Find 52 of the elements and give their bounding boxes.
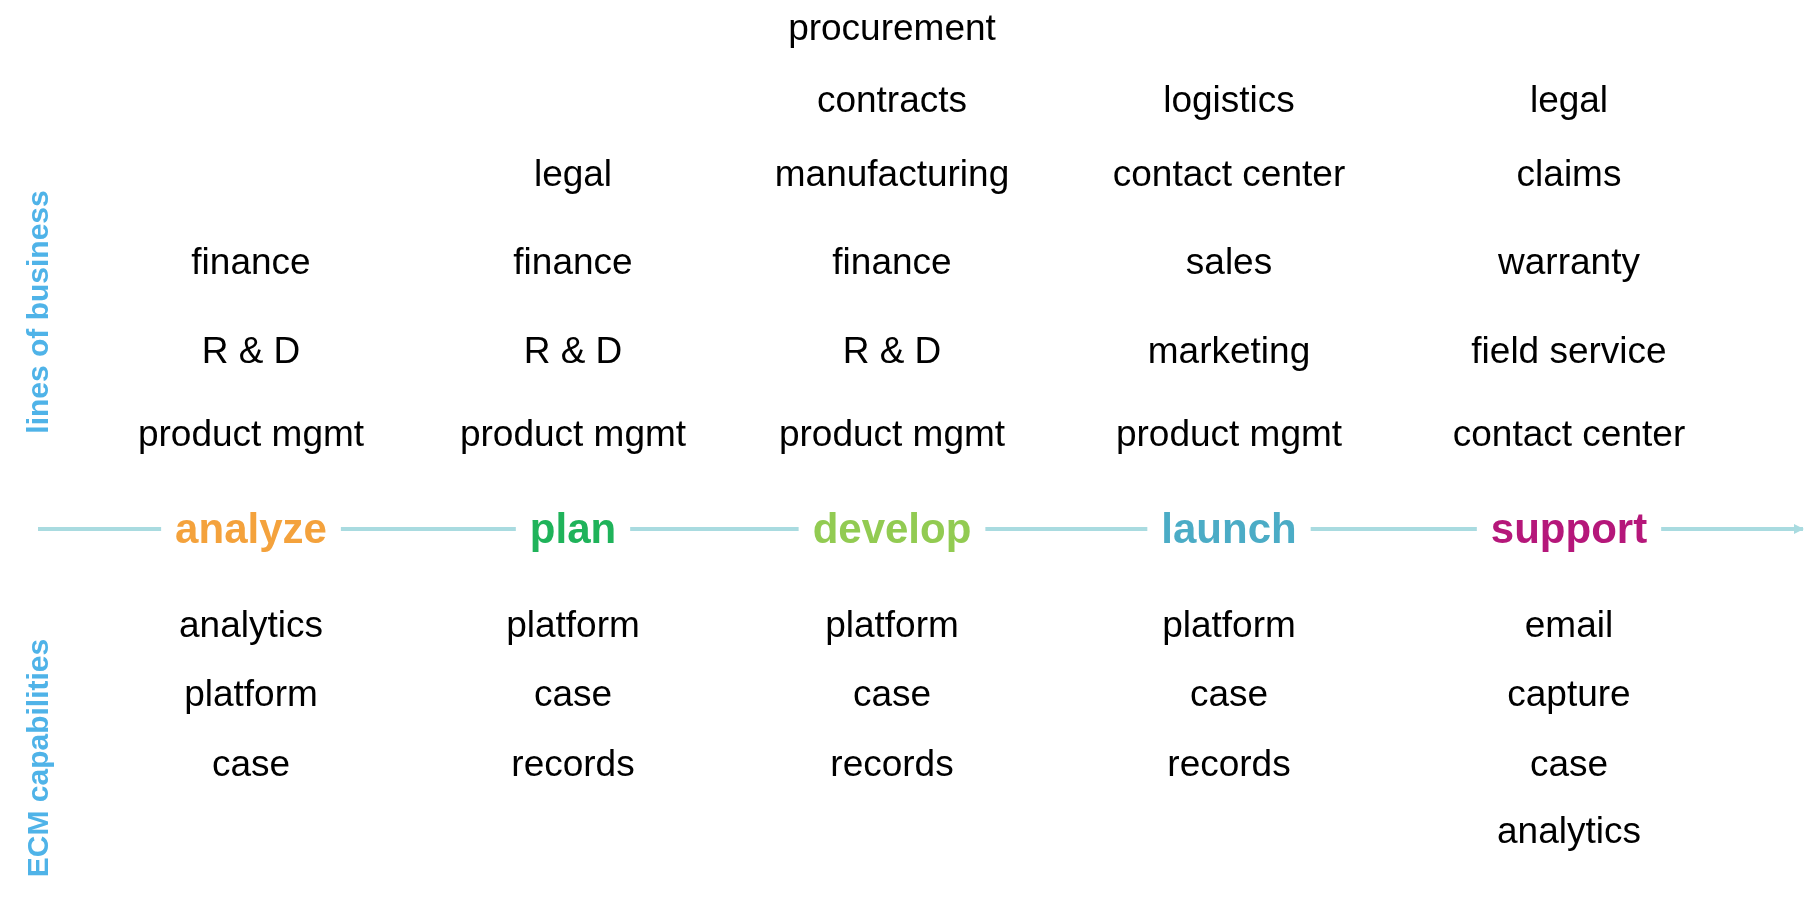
business-line-label: legal <box>533 153 613 195</box>
capability-label: email <box>1524 604 1614 646</box>
capability-label: records <box>1167 743 1291 785</box>
section-label: ECM capabilities <box>21 638 55 878</box>
business-line-label: field service <box>1471 330 1667 372</box>
capability-label: platform <box>184 673 318 715</box>
business-line-label: R & D <box>842 330 942 372</box>
business-line-label: procurement <box>788 7 996 49</box>
capability-label: case <box>533 673 613 715</box>
connector-line <box>340 527 516 531</box>
capability-label: case <box>1189 673 1269 715</box>
connector-line <box>38 527 162 531</box>
capability-label: records <box>511 743 635 785</box>
business-line-label: product mgmt <box>778 413 1006 455</box>
phase-label: plan <box>529 505 617 553</box>
business-line-label: contracts <box>816 79 968 121</box>
business-line-label: R & D <box>523 330 623 372</box>
capability-label: case <box>1529 743 1609 785</box>
capability-label: records <box>830 743 954 785</box>
business-line-label: finance <box>191 241 311 283</box>
phase-label: support <box>1490 505 1648 553</box>
business-line-label: product mgmt <box>137 413 365 455</box>
business-line-label: finance <box>832 241 952 283</box>
capability-label: capture <box>1507 673 1631 715</box>
capability-label: case <box>852 673 932 715</box>
phase-label: launch <box>1161 505 1297 553</box>
connector-line <box>985 527 1148 531</box>
business-line-label: R & D <box>201 330 301 372</box>
capability-label: platform <box>506 604 640 646</box>
business-line-label: claims <box>1516 153 1622 195</box>
arrow <box>1661 524 1804 534</box>
phase-label: analyze <box>175 505 327 553</box>
business-line-label: logistics <box>1163 79 1295 121</box>
business-line-label: contact center <box>1112 153 1346 195</box>
business-line-label: contact center <box>1452 413 1686 455</box>
business-line-label: sales <box>1185 241 1273 283</box>
phase-label: develop <box>812 505 972 553</box>
capability-label: analytics <box>1497 810 1641 852</box>
capability-label: case <box>211 743 291 785</box>
business-line-label: product mgmt <box>459 413 687 455</box>
capability-label: platform <box>1162 604 1296 646</box>
business-line-label: marketing <box>1147 330 1311 372</box>
section-label: lines of business <box>21 190 55 434</box>
business-line-label: product mgmt <box>1115 413 1343 455</box>
capability-label: analytics <box>179 604 323 646</box>
capability-label: platform <box>825 604 959 646</box>
business-line-label: finance <box>513 241 633 283</box>
connector-line <box>630 527 799 531</box>
business-line-label: warranty <box>1498 241 1640 283</box>
business-line-label: legal <box>1529 79 1609 121</box>
business-line-label: manufacturing <box>774 153 1010 195</box>
connector-line <box>1310 527 1477 531</box>
